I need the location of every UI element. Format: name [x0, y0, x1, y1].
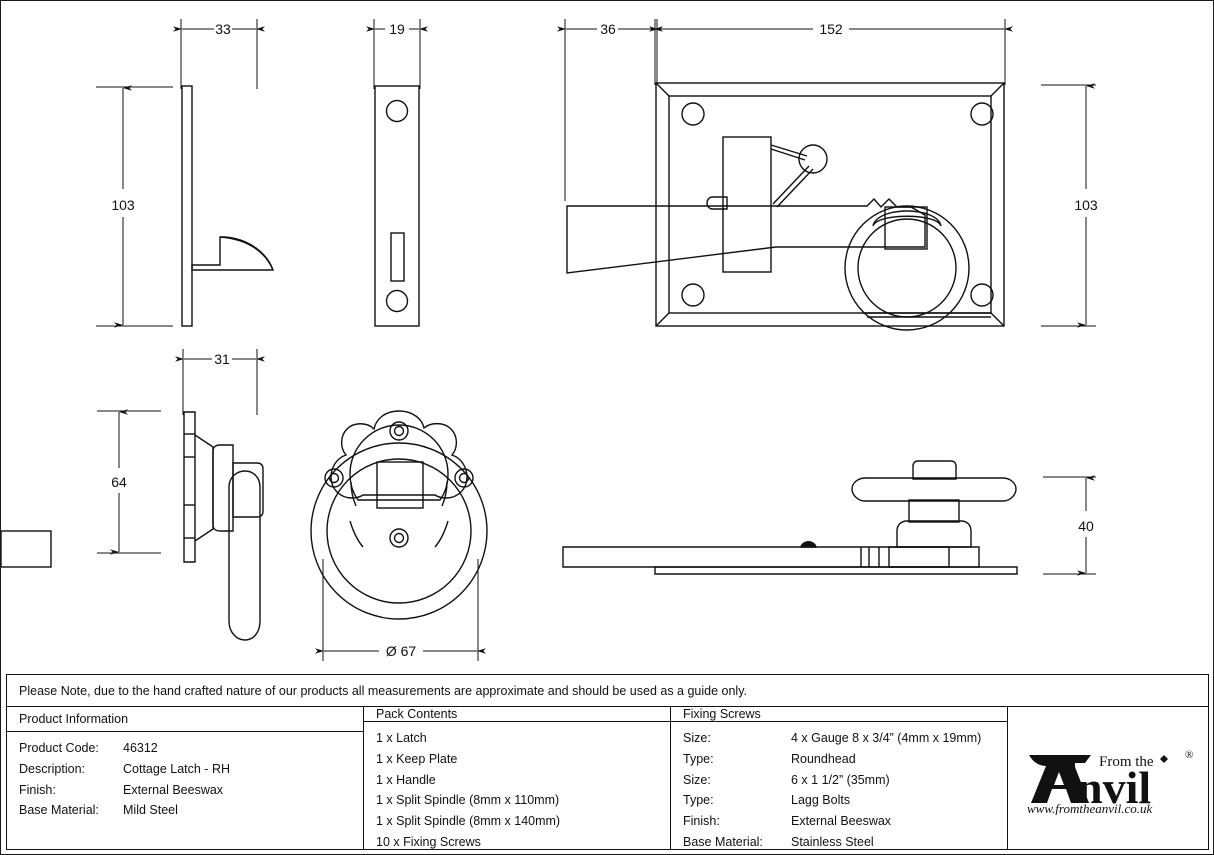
latch-plate-front-view	[566, 82, 1005, 331]
table-row: Type: Roundhead	[683, 749, 1007, 770]
list-item: 1 x Handle	[376, 772, 436, 787]
dimension-103-right	[1041, 83, 1096, 328]
latch-plate-side-view	[181, 85, 274, 327]
dim-label-36: 36	[600, 21, 616, 37]
list-item: 1 x Split Spindle (8mm x 110mm)	[376, 793, 560, 808]
logo-website-text: www.fromtheanvil.co.uk	[1027, 801, 1153, 815]
table-row: Size: 4 x Gauge 8 x 3/4” (4mm x 19mm)	[683, 728, 1007, 749]
handle-plan-view	[1, 460, 1018, 575]
logo-cell: From the nvil ® www.fromtheanvil.co.uk	[1008, 707, 1207, 849]
fixing-screws-body: Size: 4 x Gauge 8 x 3/4” (4mm x 19mm) Ty…	[671, 722, 1007, 853]
dim-label-152: 152	[819, 21, 843, 37]
disclaimer-text: Please Note, due to the hand crafted nat…	[19, 683, 748, 698]
field-label: Size:	[683, 731, 711, 745]
from-the-anvil-logo: From the nvil ® www.fromtheanvil.co.uk	[1019, 741, 1197, 816]
dimension-labels: 33 19 36 152 103 103 31 64 40 Ø 67	[111, 21, 1098, 659]
field-label: Base Material:	[19, 803, 99, 818]
dimension-33	[173, 19, 265, 89]
dim-label-diameter-67: Ø 67	[386, 643, 417, 659]
product-information-column: Product Information Product Code: 46312 …	[7, 707, 364, 849]
list-item: 10 x Fixing Screws	[376, 834, 481, 849]
field-label: Size:	[683, 772, 711, 787]
field-value: Roundhead	[791, 751, 856, 766]
dim-label-33: 33	[215, 21, 231, 37]
pack-contents-header: Pack Contents	[364, 707, 670, 722]
dimension-40	[1043, 475, 1096, 576]
field-label: Type:	[683, 793, 714, 808]
dim-label-103-left: 103	[111, 197, 135, 213]
disclaimer-note: Please Note, due to the hand crafted nat…	[7, 675, 1208, 707]
logo-from-the-text: From the	[1099, 754, 1154, 770]
dim-label-64: 64	[111, 474, 127, 490]
table-row: Size: 6 x 1 1/2” (35mm)	[683, 770, 1007, 791]
fixing-screws-column: Fixing Screws Size: 4 x Gauge 8 x 3/4” (…	[671, 707, 1008, 849]
field-value: Stainless Steel	[791, 834, 874, 849]
field-label: Product Code:	[19, 741, 99, 755]
diamond-bullet-icon	[1159, 755, 1168, 763]
field-label: Base Material:	[683, 834, 763, 849]
pack-contents-body: 1 x Latch 1 x Keep Plate 1 x Handle 1 x …	[364, 722, 670, 853]
rose-handle-side-view	[183, 411, 264, 641]
product-info-table: Please Note, due to the hand crafted nat…	[6, 674, 1209, 850]
pack-contents-column: Pack Contents 1 x Latch 1 x Keep Plate 1…	[364, 707, 671, 849]
dim-label-40: 40	[1078, 518, 1094, 534]
registered-trademark-icon: ®	[1185, 749, 1193, 761]
dimension-152	[649, 19, 1013, 85]
dimension-64	[97, 409, 161, 555]
table-row: Type: Lagg Bolts	[683, 790, 1007, 811]
dimension-diameter-67	[315, 559, 486, 661]
product-information-body: Product Code: 46312 Description: Cottage…	[7, 732, 363, 849]
dim-label-19: 19	[389, 21, 405, 37]
field-value: Lagg Bolts	[791, 793, 851, 808]
field-value: 6 x 1 1/2” (35mm)	[791, 772, 890, 787]
field-value: External Beeswax	[123, 782, 224, 797]
field-label: Type:	[683, 751, 714, 766]
dimension-31	[175, 349, 265, 415]
product-information-header: Product Information	[7, 707, 363, 732]
field-value: External Beeswax	[791, 814, 892, 829]
table-row: Base Material: Stainless Steel	[683, 832, 1007, 853]
list-item: 1 x Latch	[376, 731, 427, 745]
table-row: Finish: External Beeswax	[19, 780, 363, 801]
dimension-36	[557, 19, 663, 201]
brand-logo-column: From the nvil ® www.fromtheanvil.co.uk	[1008, 707, 1207, 849]
table-row: Finish: External Beeswax	[683, 811, 1007, 832]
keep-plate-front-view	[374, 85, 420, 327]
field-label: Finish:	[683, 814, 720, 829]
dim-label-31: 31	[214, 351, 230, 367]
table-row: Product Code: 46312	[19, 738, 363, 759]
rose-ring-front-view	[310, 410, 488, 620]
table-row: Description: Cottage Latch - RH	[19, 759, 363, 780]
field-value: Mild Steel	[123, 803, 178, 818]
field-value: 46312	[123, 741, 158, 755]
field-label: Finish:	[19, 782, 56, 797]
dimension-103-left	[96, 85, 173, 328]
table-body: Product Information Product Code: 46312 …	[7, 707, 1208, 849]
list-item: 1 x Split Spindle (8mm x 140mm)	[376, 814, 561, 829]
table-row: Base Material: Mild Steel	[19, 800, 363, 821]
list-item: 1 x Keep Plate	[376, 751, 458, 766]
field-value: Cottage Latch - RH	[123, 761, 230, 776]
logo-wordmark: nvil	[1077, 762, 1151, 813]
anvil-logo-icon: From the nvil ® www.fromtheanvil.co.uk	[1027, 749, 1193, 816]
field-value: 4 x Gauge 8 x 3/4” (4mm x 19mm)	[791, 731, 982, 745]
field-label: Description:	[19, 761, 85, 776]
dim-label-103-right: 103	[1074, 197, 1098, 213]
fixing-screws-header: Fixing Screws	[671, 707, 1007, 722]
dimension-19	[366, 19, 428, 89]
